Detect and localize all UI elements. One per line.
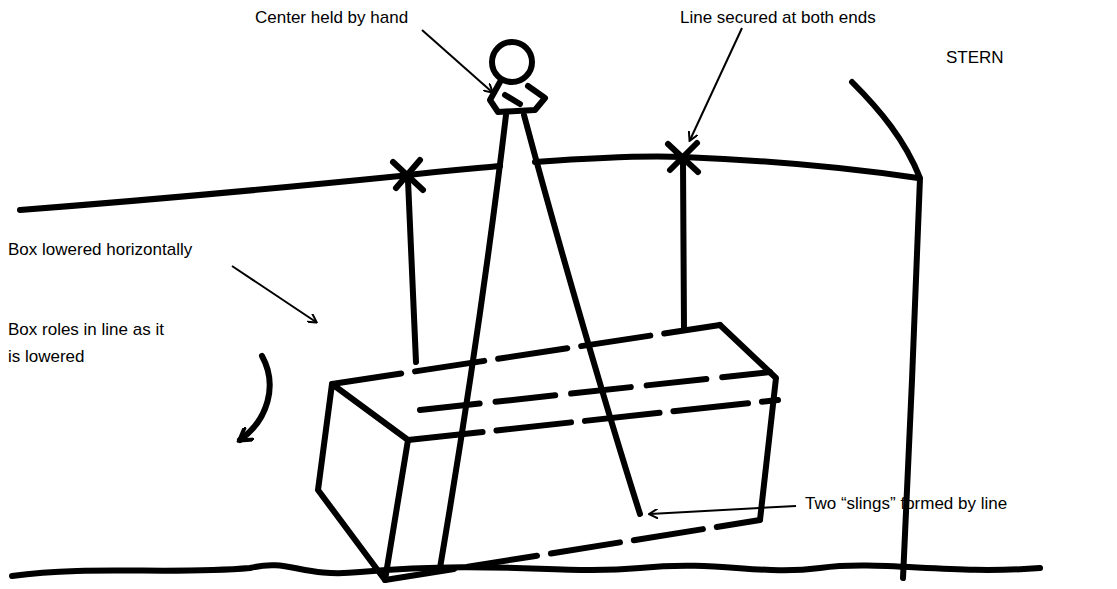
- callout-label: Box lowered horizontally: [8, 236, 268, 263]
- rail-line: [20, 166, 500, 210]
- water-line: [12, 565, 1040, 576]
- tie-line: [683, 162, 684, 330]
- leader-arrow: [232, 266, 316, 322]
- sling-line: [524, 115, 640, 514]
- leader-arrow: [650, 506, 796, 514]
- leader-arrow: [422, 30, 492, 92]
- callout-label: Line secured at both ends: [680, 4, 940, 31]
- rail-line: [535, 156, 918, 178]
- box-left-end: [318, 384, 408, 580]
- tie-line: [408, 180, 416, 362]
- callout-label: Two “slings” formed by line: [805, 490, 1105, 517]
- leader-arrow: [690, 28, 742, 140]
- callout-label: Box roles in line as it is lowered: [8, 316, 180, 370]
- box-right-end: [720, 325, 776, 520]
- roll-arrow: [240, 356, 270, 440]
- box-back-top: [332, 325, 720, 384]
- callout-label: STERN: [946, 44, 1036, 71]
- person-head: [492, 42, 532, 82]
- callout-label: Center held by hand: [255, 4, 475, 31]
- person-arms: [490, 82, 545, 112]
- sling-line: [440, 115, 506, 568]
